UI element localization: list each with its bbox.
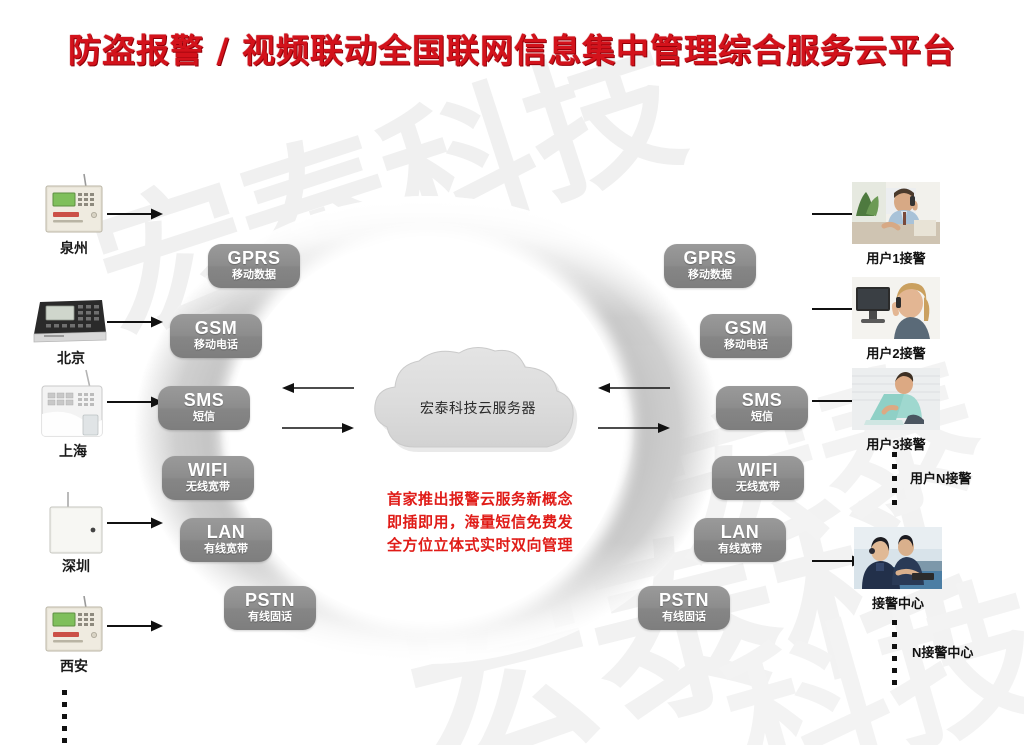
badge-title: LAN	[720, 522, 760, 542]
badge-title: WIFI	[188, 460, 228, 480]
man-with-laptop-photo	[852, 368, 940, 430]
badge-title: LAN	[206, 522, 246, 542]
user-caption: 用户3接警	[866, 437, 926, 452]
more-users-dots	[892, 452, 897, 512]
alarm-center-n-caption: N接警中心	[912, 645, 974, 660]
badge-left-sms[interactable]: SMS 短信	[158, 386, 250, 430]
badge-title: GSM	[194, 318, 238, 338]
badge-subtitle: 无线宽带	[736, 481, 780, 493]
badge-title: SMS	[741, 390, 783, 410]
badge-left-gprs[interactable]: GPRS 移动数据	[208, 244, 300, 288]
device-xian[interactable]: 西安	[36, 595, 112, 675]
badge-right-sms[interactable]: SMS 短信	[716, 386, 808, 430]
slogan-line-1: 首家推出报警云服务新概念	[386, 491, 573, 508]
badge-subtitle: 短信	[193, 411, 215, 423]
arrow-quanzhou-to-ring	[107, 208, 163, 220]
device-caption: 泉州	[60, 241, 88, 257]
badge-subtitle: 移动电话	[724, 339, 768, 351]
alarm-center-photo	[854, 527, 942, 589]
cloud-icon	[374, 347, 578, 452]
badge-right-lan[interactable]: LAN 有线宽带	[694, 518, 786, 562]
user-photo	[852, 182, 940, 244]
more-centers-dots	[892, 620, 897, 692]
slogan-block: 首家推出报警云服务新概念 即插即用，海量短信免费发 全方位立体式实时双向管理	[330, 488, 630, 557]
badge-subtitle: 有线固话	[662, 611, 706, 623]
alarm-box-plain-icon	[49, 492, 103, 554]
device-shenzhen[interactable]: 深圳	[38, 490, 114, 575]
user-photo	[852, 368, 940, 430]
cloud-server[interactable]: 宏泰科技云服务器	[358, 338, 598, 460]
arrow-beijing-to-ring	[107, 316, 163, 328]
arrow-shenzhen-to-ring	[107, 517, 163, 529]
device-caption: 北京	[57, 351, 85, 367]
police-operators-photo	[854, 527, 942, 589]
user-photo	[852, 277, 940, 339]
badge-title: SMS	[183, 390, 225, 410]
user-n-caption: 用户N接警	[910, 471, 972, 486]
woman-on-phone-with-monitor-photo	[852, 277, 940, 339]
user-caption: 用户1接警	[866, 251, 926, 266]
arrow-left-to-cloud	[282, 423, 354, 433]
badge-left-gsm[interactable]: GSM 移动电话	[170, 314, 262, 358]
alarm-center-caption: 接警中心	[871, 596, 924, 611]
device-caption: 上海	[59, 444, 87, 460]
arrow-right-to-cloud	[598, 383, 670, 393]
badge-right-gsm[interactable]: GSM 移动电话	[700, 314, 792, 358]
badge-right-wifi[interactable]: WIFI 无线宽带	[712, 456, 804, 500]
badge-title: GPRS	[683, 248, 737, 268]
badge-subtitle: 有线宽带	[718, 543, 762, 555]
arrow-cloud-to-right	[598, 423, 670, 433]
alarm-panel-beige-icon	[45, 595, 103, 652]
badge-subtitle: 移动电话	[194, 339, 238, 351]
device-beijing[interactable]: 北京	[28, 288, 112, 367]
badge-subtitle: 移动数据	[688, 269, 732, 281]
badge-subtitle: 无线宽带	[186, 481, 230, 493]
slogan-line-2: 即插即用，海量短信免费发	[386, 514, 573, 531]
arrow-cloud-to-left	[282, 383, 354, 393]
man-on-phone-at-desk-photo	[852, 182, 940, 244]
badge-title: WIFI	[738, 460, 778, 480]
device-caption: 西安	[60, 659, 88, 675]
badge-right-pstn[interactable]: PSTN 有线固话	[638, 586, 730, 630]
badge-title: GSM	[724, 318, 768, 338]
badge-right-gprs[interactable]: GPRS 移动数据	[664, 244, 756, 288]
arrow-shanghai-to-ring	[107, 396, 163, 408]
badge-title: PSTN	[658, 590, 709, 610]
more-devices-dots	[62, 690, 67, 745]
device-quanzhou[interactable]: 泉州	[36, 172, 112, 257]
keypad-black-icon	[33, 300, 107, 343]
page-title: 防盗报警 / 视频联动全国联网信息集中管理综合服务云平台	[67, 31, 957, 70]
user-caption: 用户2接警	[866, 346, 926, 361]
badge-subtitle: 短信	[751, 411, 773, 423]
cloud-label: 宏泰科技云服务器	[420, 400, 536, 416]
badge-subtitle: 移动数据	[232, 269, 276, 281]
alarm-panel-white-icon	[41, 369, 103, 437]
alarm-panel-beige-icon	[45, 173, 103, 233]
device-shanghai[interactable]: 上海	[34, 368, 112, 460]
arrow-xian-to-ring	[107, 620, 163, 632]
badge-title: PSTN	[244, 590, 295, 610]
badge-left-wifi[interactable]: WIFI 无线宽带	[162, 456, 254, 500]
badge-left-lan[interactable]: LAN 有线宽带	[180, 518, 272, 562]
badge-subtitle: 有线固话	[248, 611, 292, 623]
badge-subtitle: 有线宽带	[204, 543, 248, 555]
slogan-line-3: 全方位立体式实时双向管理	[386, 537, 573, 554]
badge-left-pstn[interactable]: PSTN 有线固话	[224, 586, 316, 630]
device-caption: 深圳	[62, 559, 90, 575]
badge-title: GPRS	[227, 248, 281, 268]
